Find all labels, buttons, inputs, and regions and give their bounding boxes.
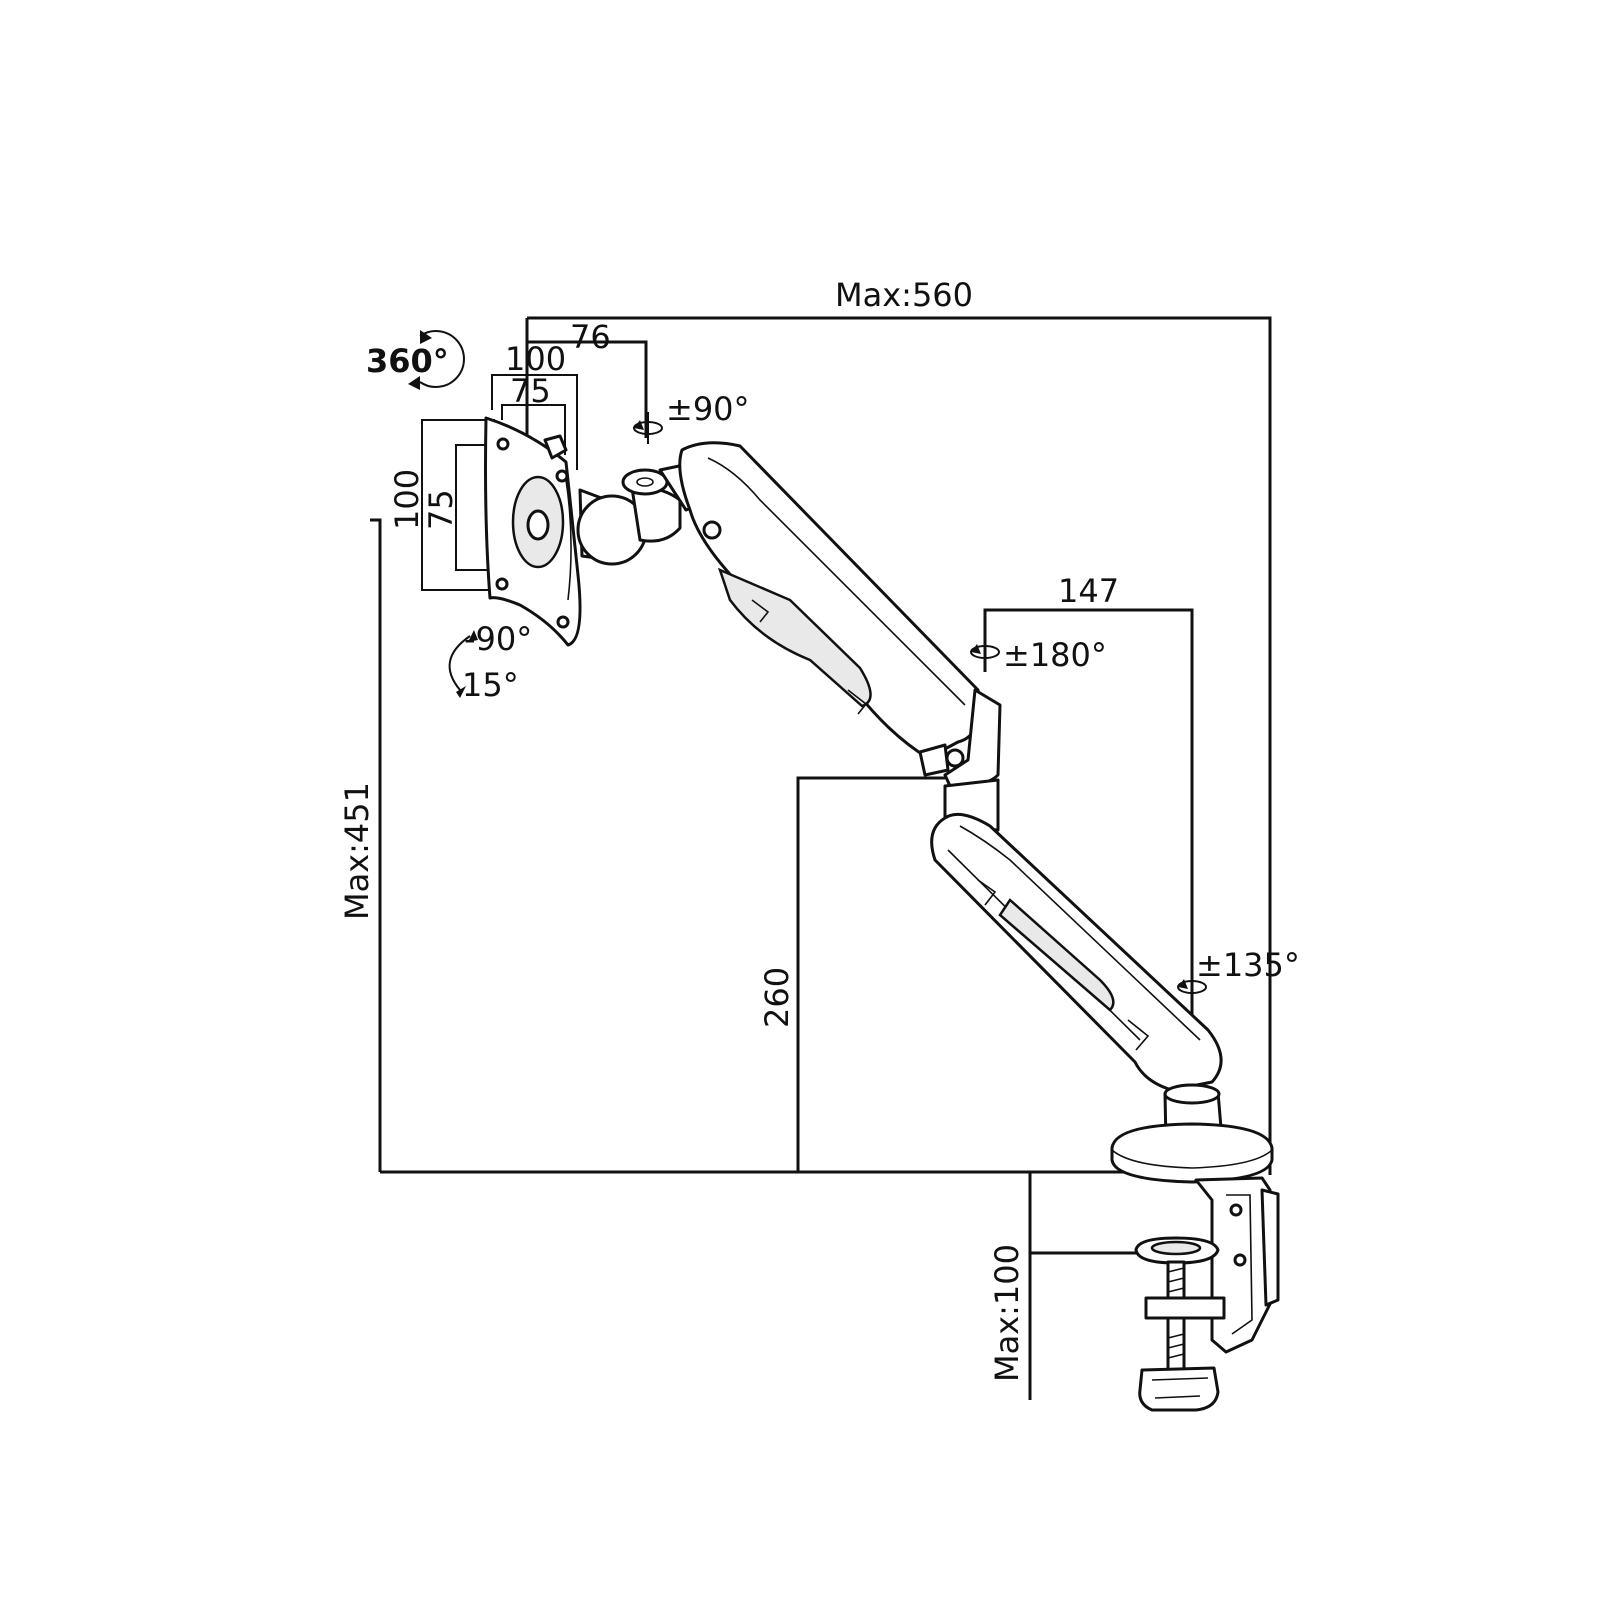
vesa-100-height-bracket <box>421 419 495 591</box>
tilt-up-label: 15° <box>462 666 519 704</box>
swivel-base-label: ±135° <box>1196 946 1300 984</box>
clamp-lower-bar <box>1144 1296 1226 1320</box>
joint-offset-label: 76 <box>570 318 611 356</box>
base-disc-rim <box>1111 1149 1273 1169</box>
swivel-knob-inner <box>636 477 654 487</box>
clamp-rod-threads <box>1167 1267 1185 1359</box>
vesa-inner-width-label: 75 <box>510 372 551 410</box>
clamp-handle <box>1138 1366 1220 1412</box>
rotation-360-icon <box>408 330 465 390</box>
clamp-handle-grip <box>1151 1377 1209 1399</box>
swivel-neck <box>630 486 682 543</box>
vesa-side-rib <box>565 479 572 601</box>
upper-arm-pivot-top <box>702 520 722 540</box>
upper-arm-body <box>678 441 981 760</box>
desk-clamp <box>1110 1083 1280 1412</box>
vesa-100-width-bracket <box>491 374 578 470</box>
labels: Max:560 76 100 75 147 360° ±90° -90° 15°… <box>338 276 1300 1382</box>
vesa-hole-tr <box>555 469 569 483</box>
swivel-base-rotation-icon <box>1177 979 1207 994</box>
clamp-bracket-inner <box>1226 1194 1253 1335</box>
vesa-75-height-bracket <box>455 444 498 571</box>
upper-arm <box>678 441 981 777</box>
vesa-hole-bl <box>495 577 509 591</box>
upper-arm-hinge-lug <box>918 743 950 777</box>
clamp-bolt-1 <box>1229 1203 1243 1217</box>
upper-arm-top-edge <box>707 457 966 706</box>
max-reach-label: Max:560 <box>835 276 973 314</box>
swivel-head-rotation-icon <box>633 412 663 444</box>
base-disc <box>1110 1122 1274 1184</box>
vesa-top-clip <box>543 434 568 460</box>
vesa-hole-br <box>556 615 570 629</box>
tilt-down-label: -90° <box>464 620 532 658</box>
lower-arm <box>930 812 1223 1092</box>
vesa-center-hole <box>526 509 550 541</box>
base-column-top <box>1163 1083 1221 1105</box>
head-joint <box>576 460 714 566</box>
swivel-elbow-label: ±180° <box>1003 636 1107 674</box>
vesa-inner-height-label: 75 <box>422 489 460 530</box>
clamp-back-plate <box>1260 1188 1280 1307</box>
forearm-span-dimension-line <box>983 608 1194 1070</box>
swivel-elbow-rotation-icon <box>970 644 1000 659</box>
forearm-span-label: 147 <box>1058 572 1119 610</box>
max-reach-dimension-line <box>527 316 1272 1175</box>
lower-arm-gas-spring <box>998 898 1115 1012</box>
lower-arm-body <box>930 812 1223 1092</box>
vesa-75-width-bracket <box>501 404 566 455</box>
vesa-outer-width-label: 100 <box>505 340 566 378</box>
pole-height-label: 260 <box>758 967 796 1028</box>
swivel-knob <box>621 468 669 496</box>
upper-arm-cable-clip-2 <box>847 689 868 715</box>
lower-arm-cable-clip-2 <box>1127 1019 1150 1051</box>
max-height-dimension-line <box>370 518 382 1172</box>
max-clamp-label: Max:100 <box>988 1244 1026 1382</box>
lower-arm-top-edge <box>959 825 1201 1041</box>
vesa-plate <box>484 416 582 647</box>
tilt-rotation-icon <box>448 630 478 698</box>
rotation-360-label: 360° <box>366 342 449 380</box>
swivel-head-label: ±90° <box>666 390 750 428</box>
rotation-symbols <box>408 330 1207 994</box>
dimension-lines <box>370 316 1272 1400</box>
vesa-outer-height-label: 100 <box>388 469 426 530</box>
joint-offset-dimension-line <box>527 340 648 438</box>
clamp-pressure-plate-top <box>1150 1240 1202 1256</box>
pole-height-dimension-line <box>796 776 945 1172</box>
clamp-bolt-2 <box>1233 1253 1247 1267</box>
vesa-hole-tl <box>496 437 510 451</box>
lower-arm-cable-clip-1 <box>977 879 997 906</box>
upper-arm-cable-clip-1 <box>751 599 770 623</box>
max-height-label: Max:451 <box>338 782 376 920</box>
